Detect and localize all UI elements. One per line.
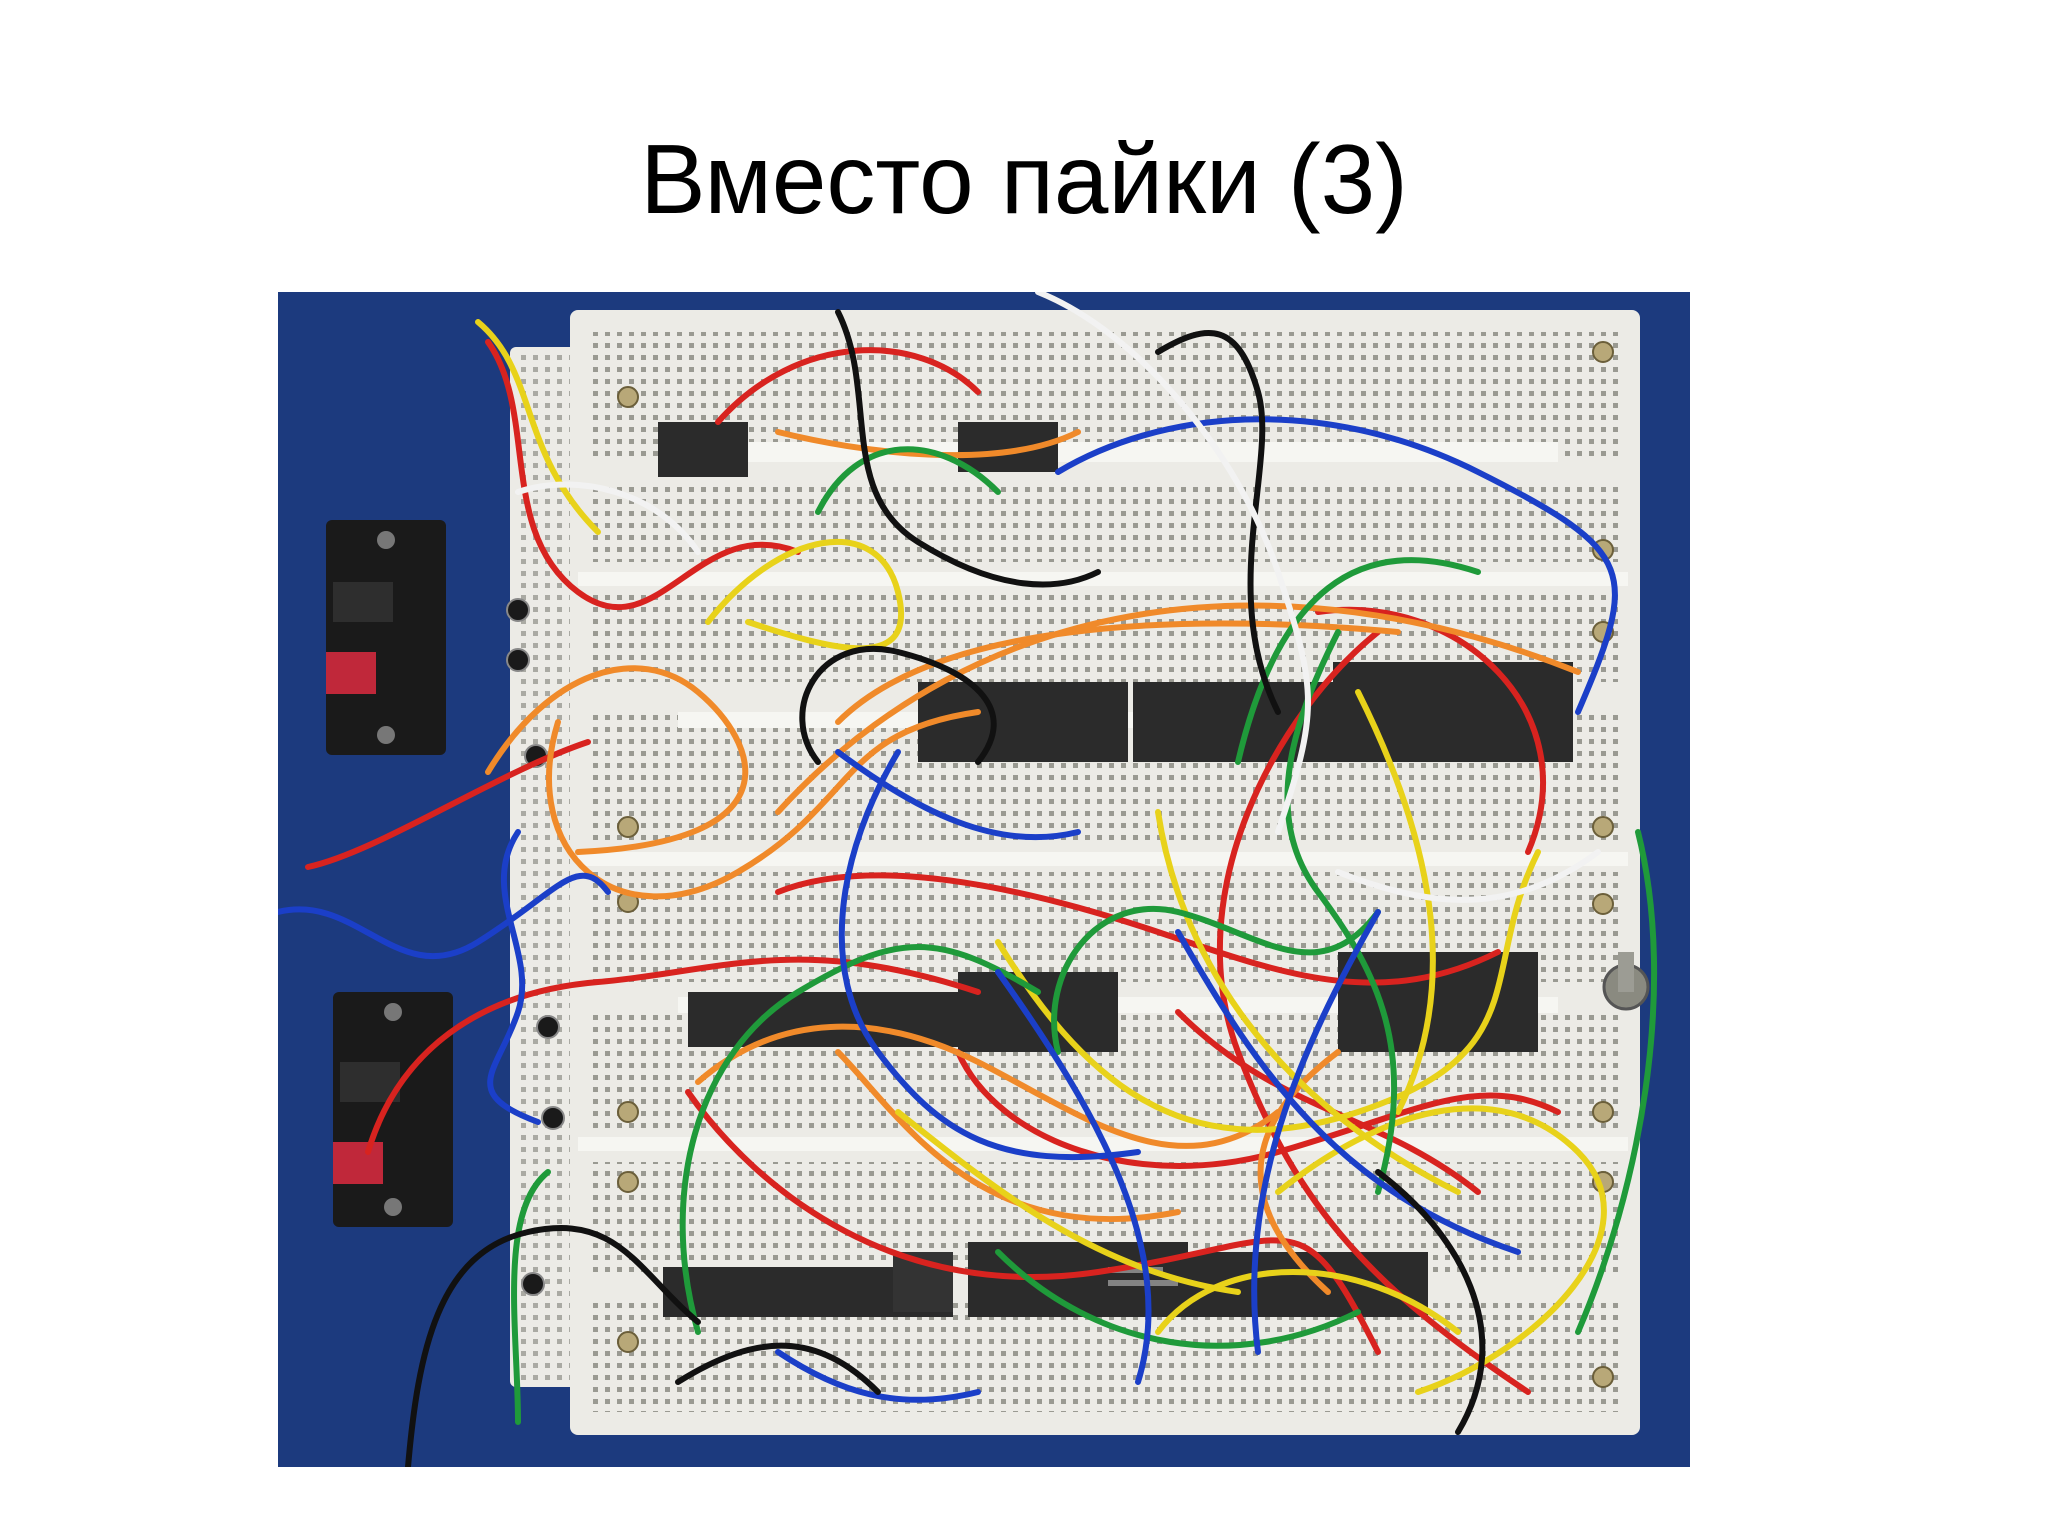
terminal-connector-top xyxy=(326,520,446,755)
slide-title: Вместо пайки (3) xyxy=(640,124,1408,234)
jumper-wires xyxy=(278,292,1658,1467)
terminal-connector-bottom xyxy=(333,992,453,1227)
capacitors xyxy=(506,598,565,1296)
toggle-switch xyxy=(1602,952,1650,1011)
breadboard-photo xyxy=(278,292,1690,1467)
